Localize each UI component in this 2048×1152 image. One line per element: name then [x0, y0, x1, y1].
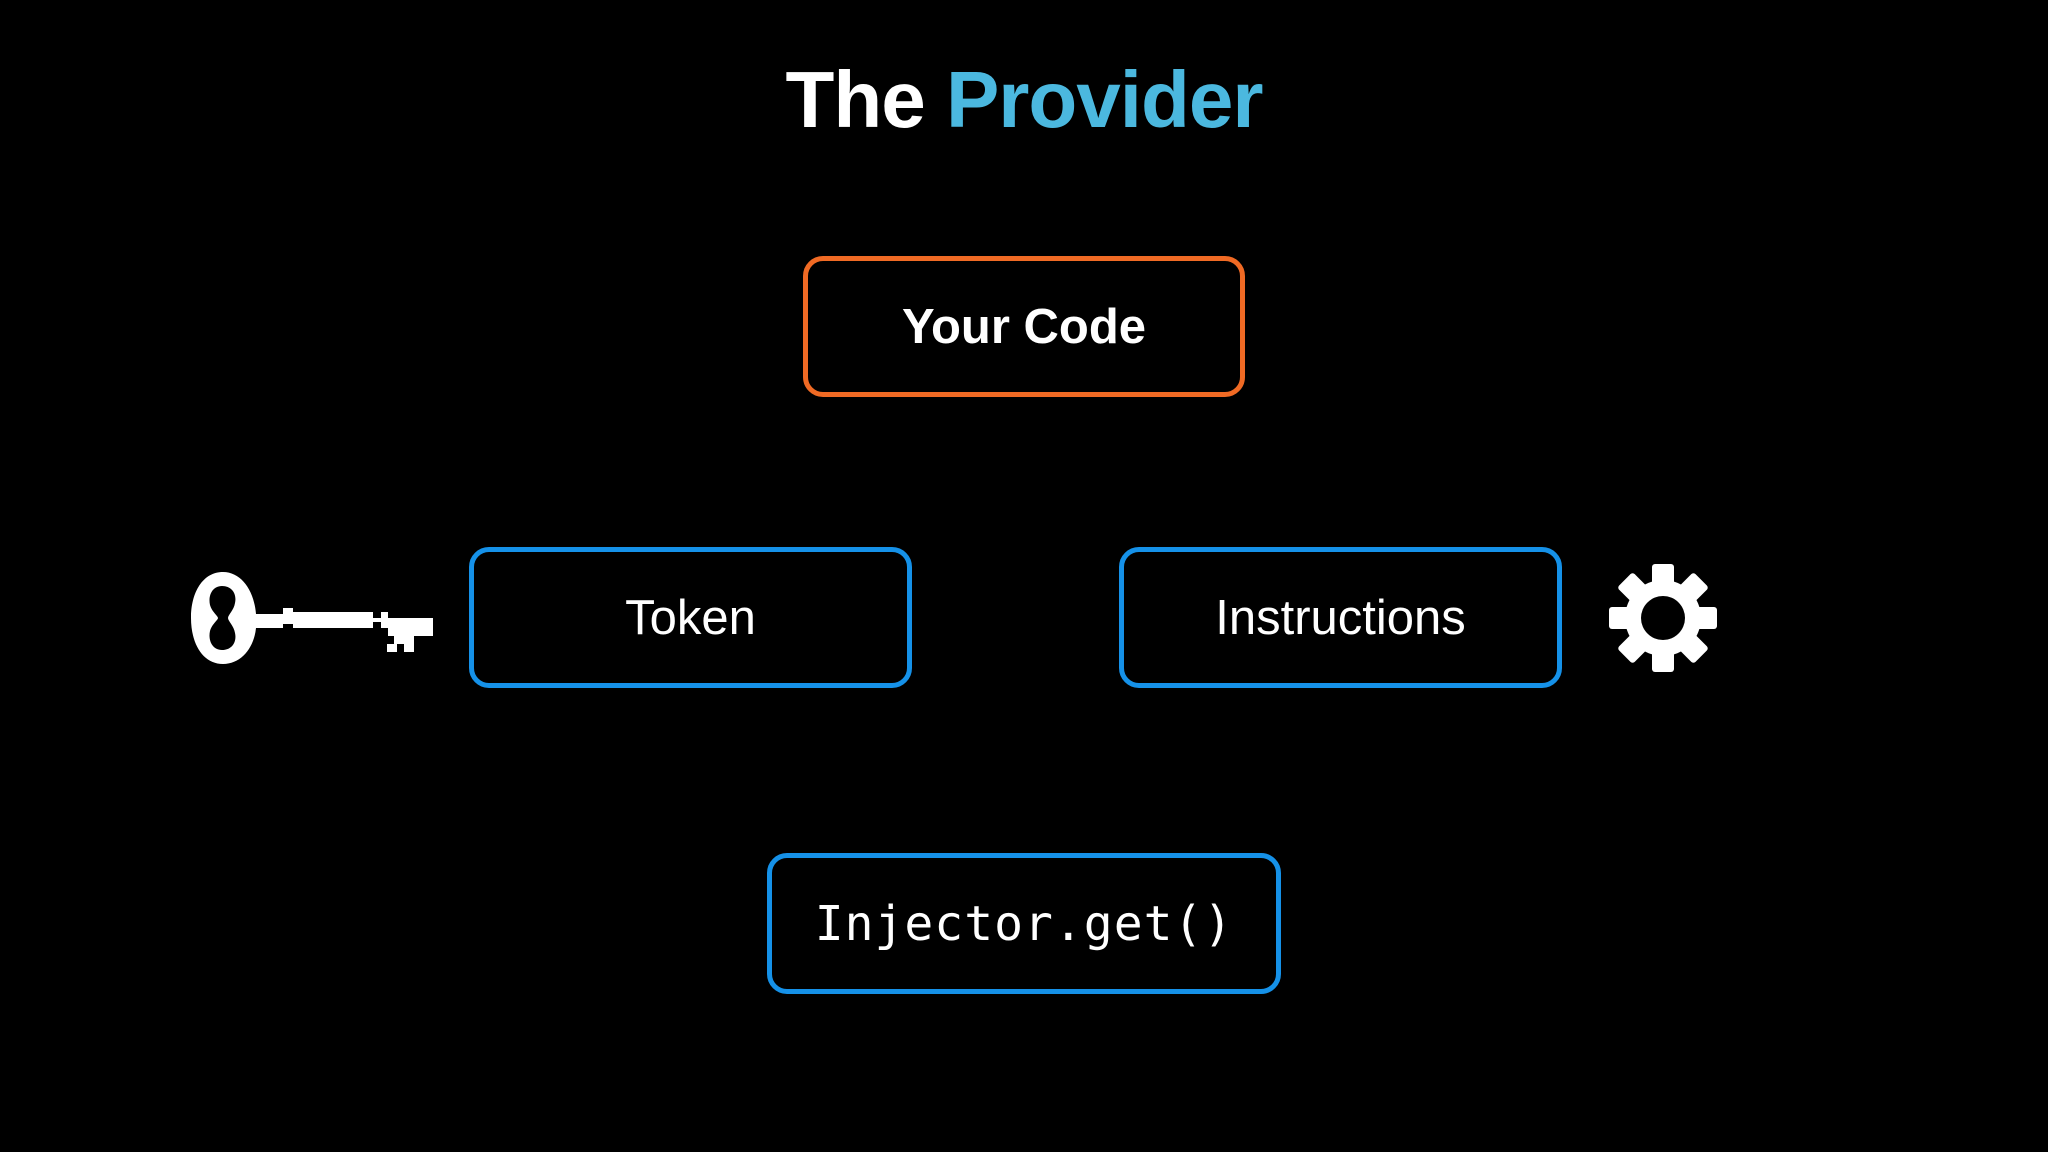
injector-get-box: Injector.get()	[767, 853, 1281, 994]
instructions-label: Instructions	[1215, 590, 1466, 645]
slide-title: The Provider	[0, 50, 2048, 150]
your-code-box: Your Code	[803, 256, 1245, 397]
title-prefix: The	[785, 55, 925, 144]
gear-icon	[1609, 564, 1717, 672]
your-code-label: Your Code	[901, 299, 1147, 354]
injector-get-label: Injector.get()	[814, 895, 1234, 952]
token-label: Token	[625, 590, 756, 645]
title-highlight: Provider	[945, 55, 1264, 144]
instructions-box: Instructions	[1119, 547, 1562, 688]
token-box: Token	[469, 547, 912, 688]
key-icon	[191, 572, 433, 664]
